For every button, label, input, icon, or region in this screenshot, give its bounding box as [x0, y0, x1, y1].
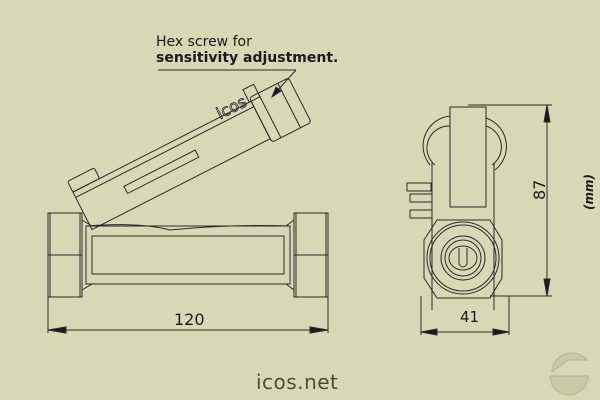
website-link[interactable]: icos.net	[256, 370, 339, 394]
side-view	[406, 106, 507, 310]
annotation-text-line1: Hex screw for	[156, 34, 252, 50]
annotation-text-line2: sensitivity adjustment.	[156, 50, 339, 66]
dimension-width-label: 41	[460, 308, 480, 326]
dimension-41	[420, 296, 510, 336]
unit-label: (mm)	[582, 174, 596, 210]
dimension-120	[47, 297, 329, 334]
dimension-87	[468, 104, 552, 297]
icos-watermark-icon	[549, 352, 589, 396]
dimension-length-label: 120	[174, 310, 205, 329]
dimension-height-label: 87	[530, 179, 549, 200]
annotation-leader	[158, 69, 297, 99]
front-view-pipe	[47, 212, 329, 298]
